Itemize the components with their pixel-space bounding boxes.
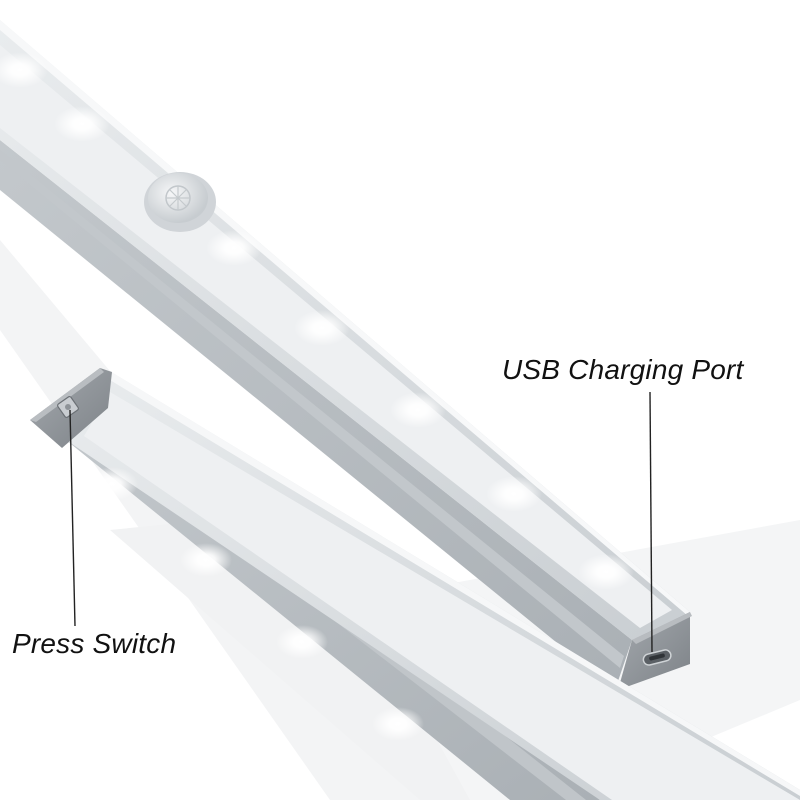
switch-callout-line [69,409,76,627]
lower-bar-leds [86,467,424,741]
led-glow-icon [486,476,542,512]
led-glow-icon [390,392,446,428]
lower-bar-end-cap [30,368,112,448]
lower-light-bar [30,368,800,800]
press-switch-label: Press Switch [12,628,177,659]
led-glow-icon [54,106,110,142]
led-glow-icon [180,543,232,577]
motion-sensor-icon [144,172,216,232]
led-glow-icon [86,467,138,501]
upper-light-bar [0,20,692,690]
led-glow-icon [276,625,328,659]
usb-charging-port-label: USB Charging Port [502,354,744,385]
led-glow-icon [206,230,262,266]
led-glow-icon [294,310,350,346]
usb-callout-line [649,391,653,653]
push-button-icon [57,396,79,418]
upper-bar-end-cap [618,612,692,690]
upper-bar-leds [0,52,634,590]
led-glow-icon [578,554,634,590]
led-glow-icon [372,707,424,741]
led-glow-icon [0,52,48,88]
usb-c-port-icon [642,649,672,666]
